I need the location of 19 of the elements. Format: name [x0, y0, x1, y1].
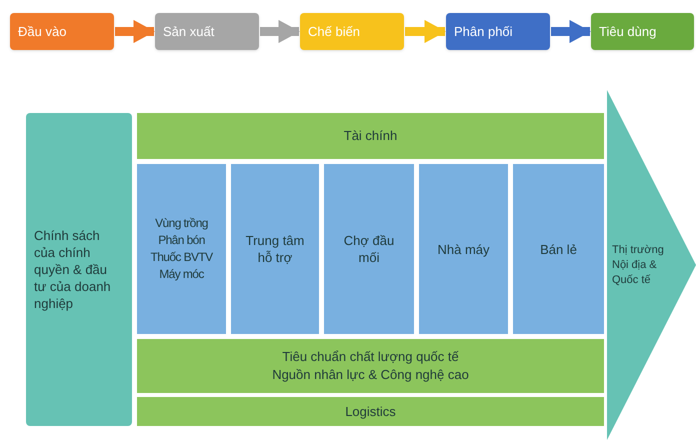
- value-chain-column: Chợ đầu mối: [324, 164, 414, 334]
- block-arrow: [551, 20, 591, 44]
- finance-bar: Tài chính: [137, 113, 604, 159]
- stage-box: Phân phối: [446, 13, 550, 50]
- value-chain-column: Vùng trồng Phân bón Thuốc BVTV Máy móc: [137, 164, 226, 334]
- block-arrow: [260, 20, 300, 44]
- market-arrow: Thị trường Nội địa & Quốc tế: [607, 90, 696, 440]
- logistics-bar: Logistics: [137, 397, 604, 426]
- value-chain-column: Bán lẻ: [513, 164, 604, 334]
- stage-box: Đầu vào: [10, 13, 114, 50]
- stage-box: Chế biến: [300, 13, 404, 50]
- standards-bar: Tiêu chuẩn chất lượng quốc tế Nguồn nhân lực & Công nghệ cao: [137, 339, 604, 393]
- policy-panel: Chính sách của chính quyền & đầu tư của doanh nghiệp: [26, 113, 132, 426]
- block-arrow: [405, 20, 446, 44]
- stage-box: Sản xuất: [155, 13, 259, 50]
- value-chain-column: Trung tâm hỗ trợ: [231, 164, 319, 334]
- value-chain-column: Nhà máy: [419, 164, 508, 334]
- block-arrow: [115, 20, 155, 44]
- stage-box: Tiêu dùng: [591, 13, 694, 50]
